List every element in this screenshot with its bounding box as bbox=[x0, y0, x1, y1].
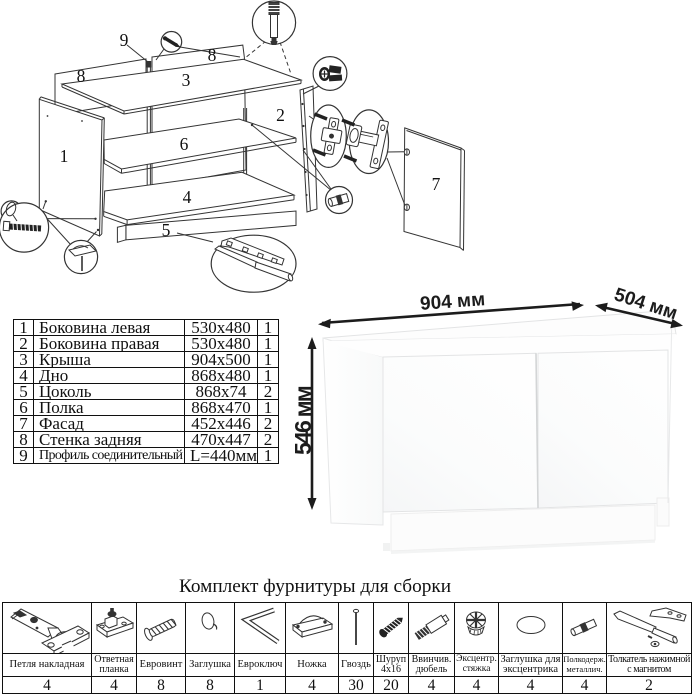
svg-text:8: 8 bbox=[77, 66, 86, 86]
svg-text:3: 3 bbox=[182, 70, 191, 90]
svg-text:4: 4 bbox=[183, 187, 192, 207]
svg-text:8: 8 bbox=[208, 45, 217, 65]
svg-text:6: 6 bbox=[180, 134, 189, 154]
svg-text:904 мм: 904 мм bbox=[419, 289, 485, 315]
svg-text:546 мм: 546 мм bbox=[290, 386, 316, 455]
svg-text:7: 7 bbox=[432, 174, 441, 194]
svg-text:2: 2 bbox=[276, 105, 285, 125]
svg-text:1: 1 bbox=[60, 146, 69, 166]
svg-text:9: 9 bbox=[120, 30, 129, 50]
svg-text:5: 5 bbox=[162, 220, 171, 240]
